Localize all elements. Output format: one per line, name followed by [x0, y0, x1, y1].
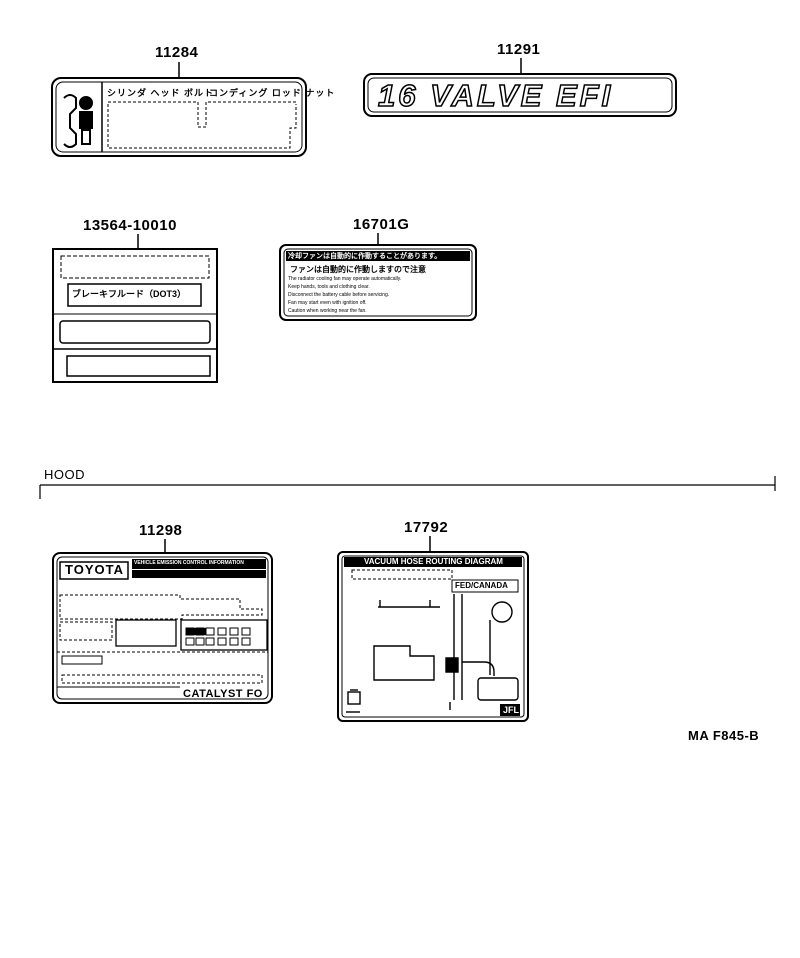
- hood-label: HOOD: [44, 467, 85, 482]
- part-number-11291: 11291: [497, 41, 541, 58]
- valve-badge-text: 16 VALVE EFI: [377, 77, 614, 114]
- catalyst-text: CATALYST FO: [183, 688, 263, 700]
- fan-warning-en-4: Fan may start even with ignition off.: [288, 300, 367, 306]
- vacuum-hose-diagram: [346, 594, 519, 713]
- label-11284-right-text: コンディング ロッド ナット: [209, 88, 336, 98]
- toyota-text: TOYOTA: [65, 562, 124, 577]
- badge-11291: [363, 73, 677, 117]
- jfl-text: JFL: [503, 705, 520, 715]
- fed-canada-text: FED/CANADA: [455, 581, 508, 590]
- part-number-16701g: 16701G: [353, 216, 410, 233]
- label-11298: [52, 552, 273, 704]
- fan-warning-en-3: Disconnect the battery cable before serv…: [288, 292, 390, 298]
- part-number-11298: 11298: [139, 522, 183, 539]
- label-13564-text: ブレーキフルード（DOT3）: [72, 289, 187, 299]
- wrench-icon: [63, 94, 93, 148]
- fan-warning-en-5: Caution when working near the fan.: [288, 308, 367, 314]
- label-13564-10010: [52, 248, 218, 383]
- emission-title: VEHICLE EMISSION CONTROL INFORMATION: [134, 560, 244, 566]
- fan-warning-title: 冷却ファンは自動的に作動することがあります。: [288, 253, 442, 260]
- part-number-13564-10010: 13564-10010: [83, 217, 177, 234]
- label-11284-left-text: シリンダ ヘッド ボルト: [107, 88, 215, 98]
- label-16701g: [279, 244, 477, 321]
- label-11284: [51, 77, 307, 157]
- fan-warning-en-2: Keep hands, tools and clothing clear.: [288, 284, 370, 290]
- fan-warning-en-1: The radiator cooling fan may operate aut…: [288, 276, 402, 282]
- vacuum-title: VACUUM HOSE ROUTING DIAGRAM: [364, 557, 503, 566]
- label-17792: [337, 551, 529, 722]
- figure-code: MA F845-B: [688, 728, 760, 743]
- fan-warning-jp: ファンは自動的に作動しますので注意: [290, 265, 426, 274]
- part-number-11284: 11284: [155, 44, 199, 61]
- hood-bracket: [39, 476, 776, 499]
- part-number-17792: 17792: [404, 519, 449, 536]
